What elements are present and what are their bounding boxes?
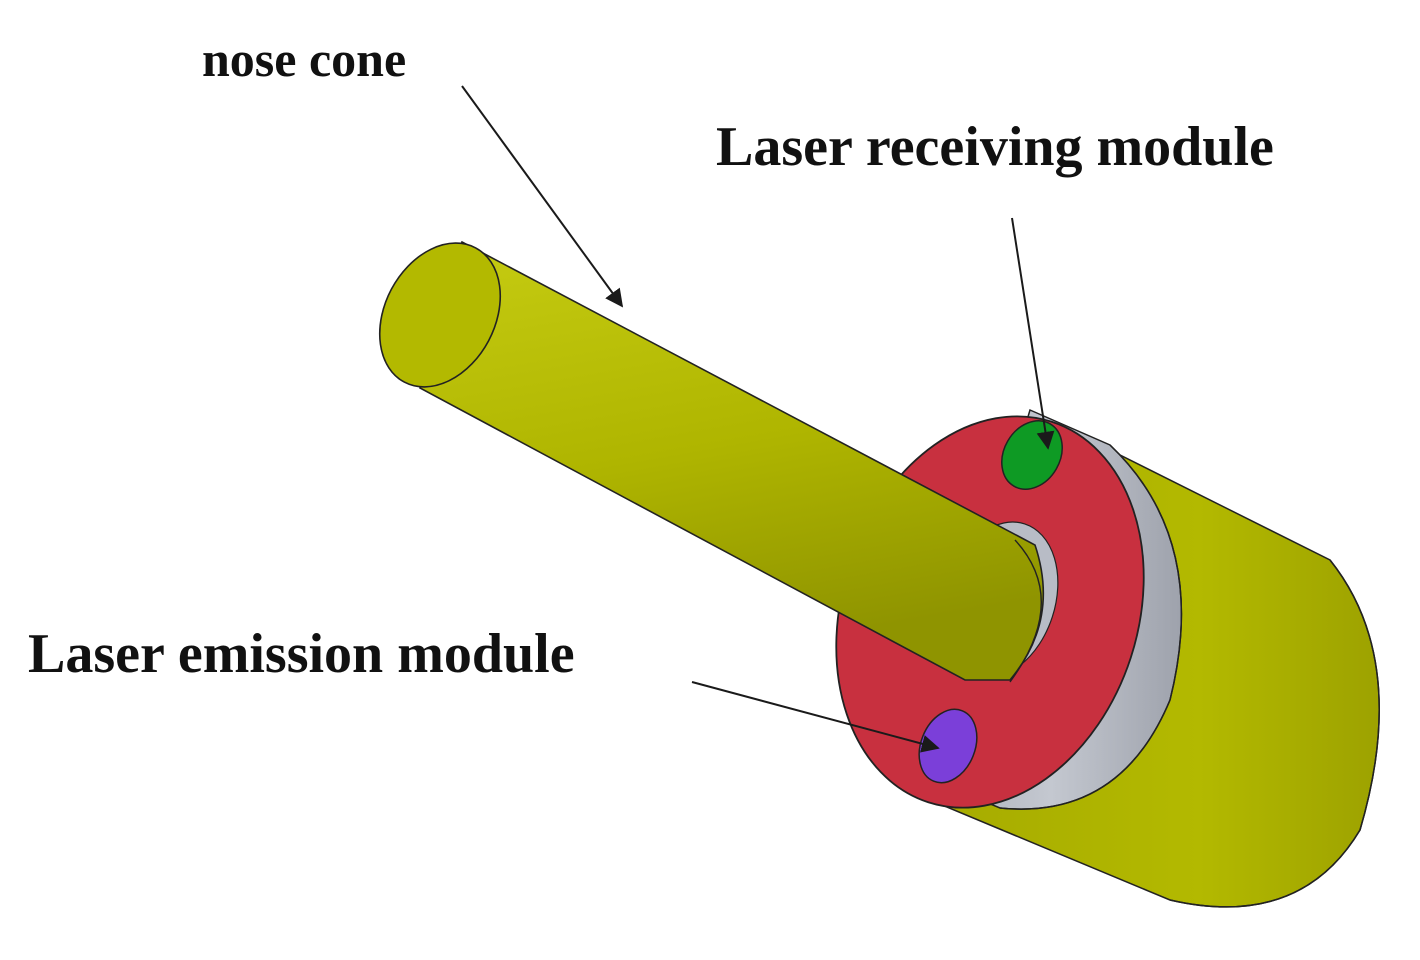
nose-cone-rod xyxy=(378,240,1045,681)
nose-cone-label: nose cone xyxy=(202,31,406,87)
receiving-module-leader-line xyxy=(1011,217,1055,450)
emission-module-leader-line xyxy=(691,681,940,753)
laser-emission-module-label: Laser emission module xyxy=(28,623,575,685)
nose-cone-leader-line xyxy=(461,85,624,308)
laser-receiving-module-label: Laser receiving module xyxy=(716,116,1274,178)
